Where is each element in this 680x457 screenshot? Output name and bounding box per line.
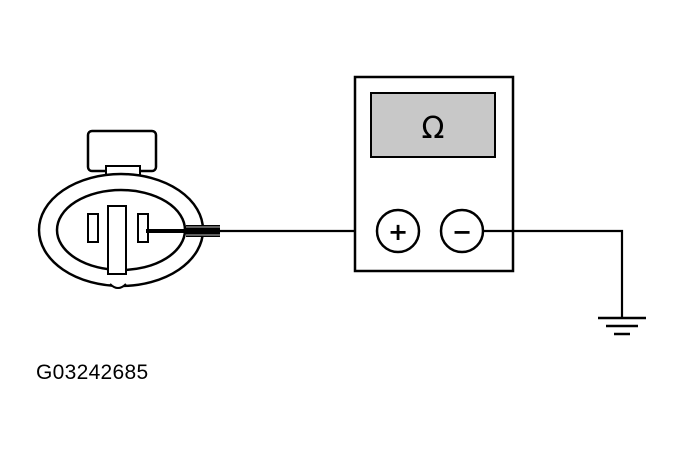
ohmmeter: Ω + − xyxy=(353,75,515,273)
negative-test-lead xyxy=(483,229,624,318)
negative-terminal-symbol: − xyxy=(452,218,472,246)
probe-tip xyxy=(186,225,220,237)
ground-symbol xyxy=(598,316,646,336)
terminal-left xyxy=(87,213,99,243)
terminal-right xyxy=(137,213,149,243)
meter-display xyxy=(370,92,496,158)
sensor-connector xyxy=(37,129,205,289)
test-probe xyxy=(146,225,220,237)
positive-terminal-symbol: + xyxy=(388,218,408,246)
ohm-symbol: Ω xyxy=(422,111,445,146)
figure-id-label: G03242685 xyxy=(36,361,149,384)
positive-terminal xyxy=(375,208,421,254)
connector-bottom-nub xyxy=(109,283,127,289)
terminal-center-key xyxy=(107,205,127,275)
